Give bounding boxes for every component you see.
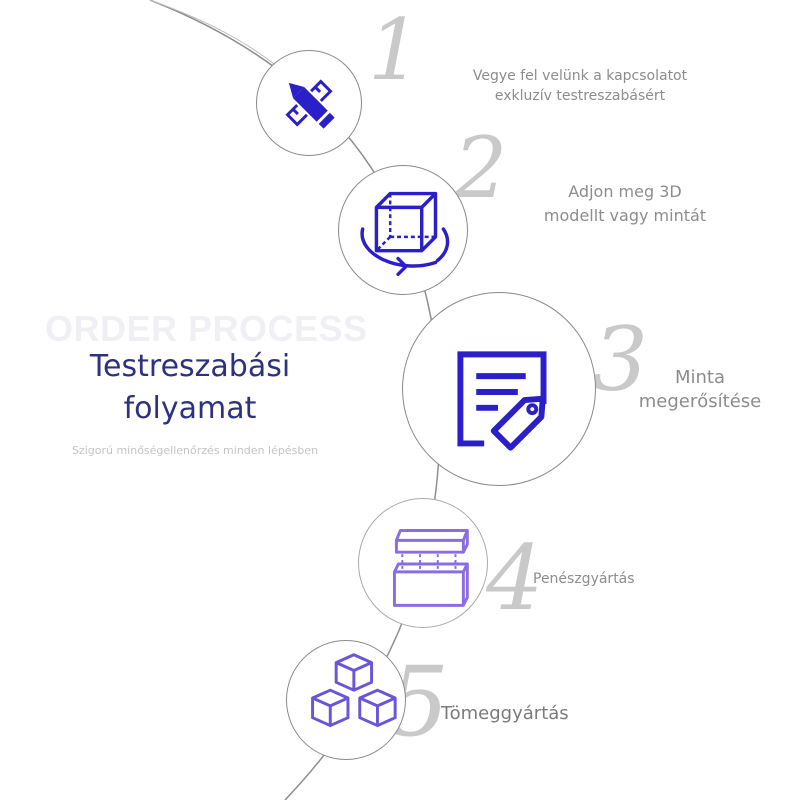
- step-5-label-line-1: Tömeggyártás: [441, 703, 569, 724]
- step-4-number: 4: [486, 526, 544, 631]
- step-5-circle: [286, 640, 406, 760]
- step-3-circle: [402, 292, 596, 486]
- step-2-label-line-2: modellt vagy mintát: [543, 206, 707, 225]
- step-3-label: Minta megerősítése: [620, 366, 780, 414]
- stacked-cubes-icon: [311, 653, 397, 728]
- step-5-label: Tömeggyártás: [441, 702, 601, 726]
- step-4-circle: [358, 498, 488, 628]
- step-1-label: Vegye fel velünk a kapcsolatot exkluzív …: [430, 66, 730, 106]
- step-3-label-line-2: megerősítése: [638, 391, 762, 412]
- step-3-label-line-1: Minta: [674, 367, 726, 388]
- step-2-label-line-1: Adjon meg 3D: [568, 182, 682, 201]
- step-1-circle: [256, 50, 362, 156]
- 3d-cube-rotate-icon: [360, 191, 450, 277]
- step-4-label-line-1: Penészgyártás: [533, 571, 635, 587]
- pencil-ruler-icon: [285, 79, 335, 129]
- title-line-2: folyamat: [123, 391, 257, 426]
- step-2-number: 2: [454, 119, 508, 217]
- step-2-circle: [338, 165, 468, 295]
- step-1-label-line-2: exkluzív testreszabásért: [494, 88, 666, 104]
- document-tag-icon: [457, 351, 547, 451]
- background-watermark-word: ORDER PROCESS: [45, 308, 368, 349]
- step-1-number: 1: [368, 1, 422, 99]
- step-1-label-line-1: Vegye fel velünk a kapcsolatot: [472, 68, 688, 84]
- title-line-1: Testreszabási: [89, 349, 291, 384]
- page-title: Testreszabási folyamat: [40, 346, 340, 430]
- page-subtitle: Szigorú minőségellenőrzés minden lépésbe…: [71, 444, 319, 457]
- mold-box-icon: [392, 529, 469, 607]
- step-2-label: Adjon meg 3D modellt vagy mintát: [500, 180, 750, 228]
- step-3-number: 3: [592, 308, 648, 411]
- step-4-label: Penészgyártás: [533, 570, 653, 588]
